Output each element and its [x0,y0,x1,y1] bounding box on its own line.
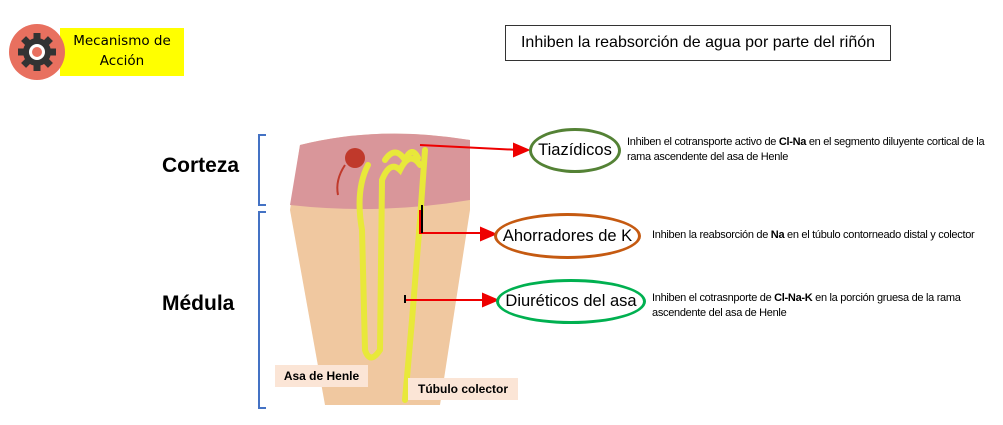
loop-of-henle-tag: Asa de Henle [275,365,368,387]
thiazides-arrow-line [419,144,521,151]
cortex-label: Corteza [162,154,240,177]
glomerulus [345,148,365,168]
badge-line-2: Acción [99,53,145,69]
collecting-duct [402,147,428,403]
gear-icon [9,24,65,80]
medulla-bracket [258,211,266,409]
collecting-duct-tag: Túbulo colector [408,378,518,400]
loop-diuretics-desc-post: en la porción gruesa de la rama ascenden… [652,292,961,319]
thiazides-arrowhead [513,142,531,158]
convoluted-tubule [382,149,421,167]
potassium-sparing-description: Inhiben la reabsorción de Na en el túbul… [652,228,1002,243]
loop-diuretics-arrowhead [482,292,500,308]
potassium-sparing-ellipse: Ahorradores de K [494,213,641,259]
mechanism-badge: Mecanismo de Acción [60,31,184,71]
thiazides-desc-pre: Inhiben el cotransporte activo de [627,136,779,148]
cortex-bracket [258,134,266,206]
potassium-sparing-desc-ions: Na [770,229,785,241]
loop-diuretics-desc-pre: Inhiben el cotrasnporte de [652,292,775,304]
brackets [258,134,266,409]
potassium-sparing-arrowhead [480,226,498,242]
thiazides-ellipse: Tiazídicos [529,128,621,173]
thiazides-description: Inhiben el cotransporte activo de Cl-Na … [627,135,999,165]
page-title: Inhiben la reabsorción de agua por parte… [505,25,891,61]
thiazides-desc-post: en el segmento diluyente cortical de la … [627,136,985,163]
thiazides-desc-ions: Cl-Na [778,136,807,148]
loop-diuretics-desc-ions: Cl-Na-K [774,292,813,304]
loop-diuretics-description: Inhiben el cotrasnporte de Cl-Na-K en la… [652,291,982,321]
nephron [356,147,428,403]
potassium-sparing-desc-post: en el túbulo contorneado distal y colect… [784,229,975,241]
loop-diuretics-ellipse: Diuréticos del asa [496,279,646,324]
badge-background [60,28,184,76]
potassium-sparing-arrow-line [419,210,485,234]
arrows [405,142,531,308]
badge-line-1: Mecanismo de [73,33,171,49]
potassium-sparing-desc-pre: Inhiben la reabsorción de [652,229,771,241]
medulla-label: Médula [162,292,235,315]
afferent-vessel [336,164,346,196]
